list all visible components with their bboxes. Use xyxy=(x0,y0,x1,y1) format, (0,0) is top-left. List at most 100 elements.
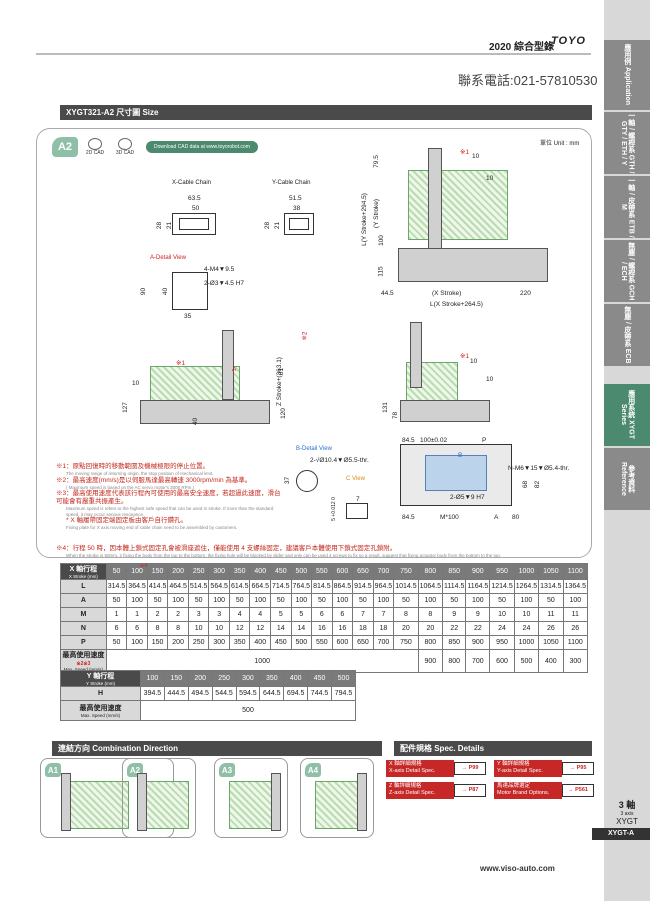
x-stroke-cell: 800 xyxy=(417,563,444,580)
note-1-en: The moving range of returning origin, th… xyxy=(66,471,214,477)
sidebar-tab-screw-single[interactable]: 一軸 / 螺桿系 GTH / GTY / ETH / Y xyxy=(604,112,650,174)
a-detail-height-dim: 90 xyxy=(140,287,148,296)
top-note-1: ※1 xyxy=(460,149,470,156)
x-stroke-cell: 250 xyxy=(187,563,210,580)
bottom-dim-n-m6: N-M6▼15▼Ø5.4-thr. xyxy=(508,465,570,472)
side-view-base xyxy=(400,400,490,422)
x-cable-section xyxy=(172,213,216,235)
combination-a3[interactable]: A3 xyxy=(214,758,288,838)
cad-3d-button[interactable]: 3D CAD xyxy=(114,138,136,160)
x-cable-inner-dim: 50 xyxy=(192,205,200,212)
note-2-key: ※2： xyxy=(56,476,73,484)
x-cable-chain-label: X-Cable Chain xyxy=(172,180,212,186)
combination-a4[interactable]: A4 xyxy=(300,758,374,838)
x-cable-height-dim: 28 xyxy=(156,221,164,230)
note-3-key: ※3： xyxy=(56,490,73,498)
top-dim-79-5: 79.5 xyxy=(372,155,380,168)
note-3-text: 最高使用速度代表該行程內可使用的最高安全速度，若超過此速度，滑台可能會有嚴重共振… xyxy=(56,490,281,506)
x-stroke-cell: 650 xyxy=(352,563,374,580)
x-stroke-cell: 1100 xyxy=(562,563,589,580)
sidebar-tab-xygt-series[interactable]: 應用系統 XYGT Series xyxy=(604,384,650,446)
y-cable-chain-label: Y-Cable Chain xyxy=(272,180,311,186)
note-4-key: ※4： xyxy=(56,545,73,552)
bottom-dim-82: 82 xyxy=(534,480,542,489)
catalog-year-title: 2020 綜合型錄 xyxy=(488,42,554,53)
bottom-dim-p: P xyxy=(482,437,487,444)
x-stroke-cell: 600 xyxy=(331,563,354,580)
sidebar-tab-application[interactable]: 應用例 Application xyxy=(604,40,650,110)
front-view-z-axis xyxy=(222,330,234,400)
c-view-label: C View xyxy=(346,476,365,482)
model-tag: A2 xyxy=(52,137,78,157)
bottom-dim-84-5a: 84.5 xyxy=(402,437,415,444)
top-view-y-axis xyxy=(428,148,442,258)
x-stroke-cell: 50 xyxy=(105,563,128,580)
y-stroke-cell: 300 xyxy=(235,670,261,687)
y-cable-width-dim: 51.5 xyxy=(289,195,302,202)
sidebar-tab-clean-screw[interactable]: 無塵 / 螺桿系 GCH / ECH xyxy=(604,240,650,302)
front-dim-40: 40 xyxy=(192,417,200,426)
axis-count-cn: 3 軸 xyxy=(618,800,636,810)
y-stroke-cell: 450 xyxy=(307,670,332,687)
bottom-dim-m100: M*100 xyxy=(440,514,459,521)
x-stroke-cell: 350 xyxy=(228,563,251,580)
front-dim-z-stroke: Z Stroke+(363.1) xyxy=(275,357,283,406)
sidebar-tab-reference[interactable]: 參考資料 Reference xyxy=(604,448,650,510)
footer-website[interactable]: www.viso-auto.com xyxy=(480,864,555,873)
unit-label: 單位 Unit : mm xyxy=(540,141,580,147)
a-detail-tap-dim: 4-M4▼9.5 xyxy=(204,266,235,273)
top-dim-y-stroke: (Y Stroke) xyxy=(373,198,381,229)
cad-2d-button[interactable]: 2D CAD xyxy=(84,138,106,160)
side-dim-10b: 10 xyxy=(486,376,494,383)
axis-count-en: 3 axis xyxy=(620,811,634,817)
y-stroke-cell: 200 xyxy=(187,670,213,687)
x-stroke-cell: 550 xyxy=(311,563,333,580)
top-dim-115: 115 xyxy=(377,266,385,277)
bottom-dim-84-5b: 84.5 xyxy=(402,514,415,521)
x-stroke-cell: 1050 xyxy=(538,563,564,580)
top-dim-44-5: 44.5 xyxy=(381,290,394,297)
note-4-block: ※4：行程 50 時，因本體上鎖式固定孔會被滑座遮住，僅能使用 4 支螺絲固定，… xyxy=(56,545,586,559)
combination-a2[interactable]: A2 xyxy=(122,758,196,838)
c-view-slot xyxy=(346,503,368,519)
download-cad-link[interactable]: Download CAD data at www.toyorobot.com xyxy=(146,141,258,153)
note-2-text: 最高速度(mm/s)是以伺服馬達最高轉速 3000rpm/min 為基準。 xyxy=(72,476,252,484)
top-view-stroke-area xyxy=(408,170,508,240)
y-speed-value: 500 xyxy=(140,700,356,721)
top-dim-220: 220 xyxy=(520,290,531,297)
a-detail-plate xyxy=(172,272,208,310)
note-3-en: Maximum speed is refers to the highest s… xyxy=(66,506,274,517)
x-stroke-cell: 700 xyxy=(372,563,395,580)
a-detail-pitch-dim: 40 xyxy=(162,287,170,296)
spec-details-title-bar: 配件規格 Spec. Details xyxy=(394,741,592,756)
size-title-bar: XYGT321-A2 尺寸圖 Size xyxy=(60,105,592,120)
axis-badge: 3 軸 3 axis XYGT xyxy=(604,798,650,826)
sidebar-tab-clean-belt[interactable]: 無塵 / 皮帶系 ECB xyxy=(604,304,650,366)
front-dim-127: 127 xyxy=(121,402,129,413)
x-cable-inner-height-dim: 21 xyxy=(166,221,174,230)
top-dim-ly: L(Y Stroke+294.5) xyxy=(360,193,368,246)
notes-block: ※1：原點回復時的移動範圍及機械極限的停止位置。 The moving rang… xyxy=(56,463,286,531)
x-stroke-cell: 400 xyxy=(249,563,272,580)
front-note-2: ※2 xyxy=(301,331,309,341)
note-drill-en: Fixing plate for X axis moving end of ca… xyxy=(66,525,238,531)
bottom-marker-b: B xyxy=(458,452,463,459)
bottom-dim-80: 80 xyxy=(512,514,520,521)
sidebar-tab-belt-single[interactable]: 一軸 / 皮帶系 ETB / M xyxy=(604,176,650,238)
cad-2d-label: 2D CAD xyxy=(85,150,105,156)
axis-model: XYGT xyxy=(616,817,638,826)
x-stroke-note: ※4 xyxy=(140,563,147,569)
top-dim-10a: 10 xyxy=(472,153,480,160)
y-stroke-cell: 400 xyxy=(283,670,309,687)
